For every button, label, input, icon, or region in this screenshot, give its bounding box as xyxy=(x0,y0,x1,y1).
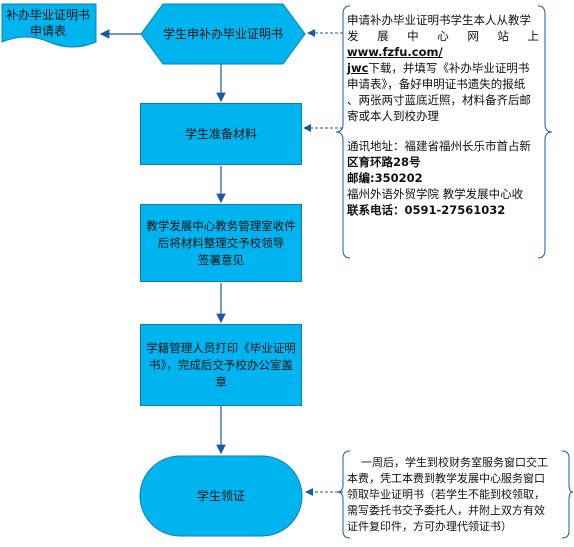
note-collection-instructions: 一周后，学生到校财务室服务窗口交工 本费，凭工本费到教学发展中心服务窗口 领取毕… xyxy=(347,456,548,533)
website-link-part1[interactable]: www.fzfu.com/ xyxy=(347,45,443,59)
end-node-label: 学生领证 xyxy=(196,488,245,503)
step-prepare-materials: 学生准备材料 xyxy=(140,103,302,165)
doc-node-label: 补办毕业证明书 申请表 xyxy=(5,8,90,38)
note-application-instructions: 申请补办毕业证明书学生本人从教学 发 展 中 心 网 站 上www.fzfu.c… xyxy=(347,13,539,217)
step-print-and-stamp: 学籍管理人员打印《毕业证明 书》，完成后交予校办公室盖 章 xyxy=(140,324,302,406)
step-collect-and-sign: 教学发展中心教务管理室收件 后将材料整理交予校领导 签署意见 xyxy=(140,204,302,282)
start-node-label: 学生申补办毕业证明书 xyxy=(162,26,283,41)
note1-brace-right xyxy=(537,5,553,259)
website-link-part2[interactable]: jwc xyxy=(347,61,369,75)
